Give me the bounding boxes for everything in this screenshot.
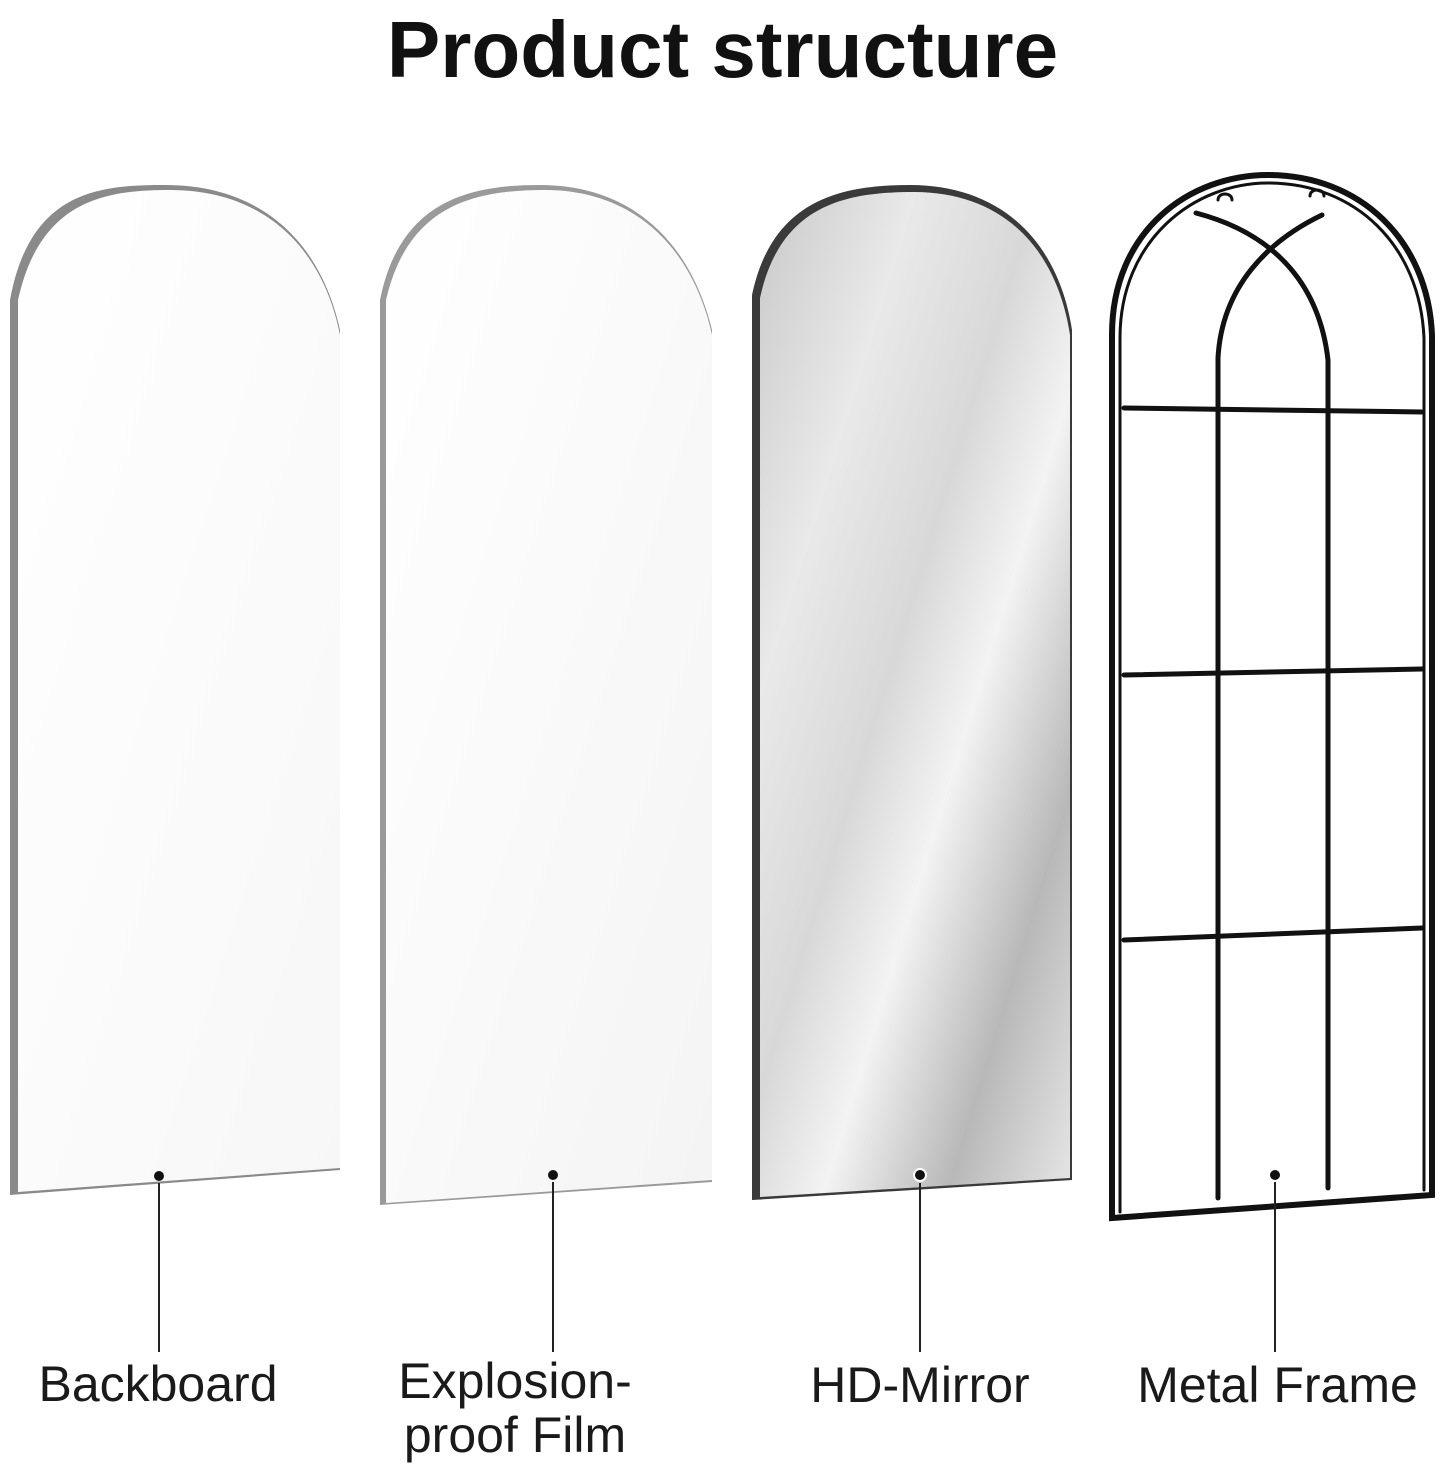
hd-mirror-marker xyxy=(913,1168,927,1352)
label-backboard: Backboard xyxy=(38,1356,278,1412)
label-explosion-proof-film-line-1: Explosion- xyxy=(398,1353,632,1409)
explosion-proof-film-marker xyxy=(548,1170,558,1352)
label-hd-mirror: HD-Mirror xyxy=(810,1357,1030,1413)
backboard-panel xyxy=(10,185,340,1195)
page-title: Product structure xyxy=(386,5,1059,94)
metal-frame-marker xyxy=(1270,1170,1280,1352)
label-explosion-proof-film-line-2: proof Film xyxy=(403,1407,627,1463)
hd-mirror-panel xyxy=(752,185,1072,1200)
explosion-proof-film-panel xyxy=(380,185,712,1205)
backboard-marker xyxy=(154,1171,164,1352)
label-metal-frame: Metal Frame xyxy=(1137,1357,1418,1413)
metal-frame xyxy=(1109,171,1435,1222)
label-explosion-proof-film: Explosion- proof Film xyxy=(360,1354,670,1462)
